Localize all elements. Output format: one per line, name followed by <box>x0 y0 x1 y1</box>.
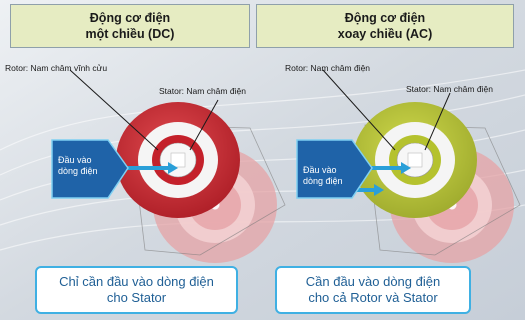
dc-note-box: Chỉ cần đầu vào dòng điện cho Stator <box>35 266 238 314</box>
dc-title-box: Động cơ điện một chiều (DC) <box>10 4 250 48</box>
ac-note-box: Cần đầu vào dòng điện cho cả Rotor và St… <box>275 266 471 314</box>
ac-motor-illustration <box>322 69 521 263</box>
dc-note-line2: cho Stator <box>106 290 167 305</box>
ac-input-label: Đầu vào dòng điện <box>303 165 343 186</box>
ac-stator-label: Stator: Nam châm điện <box>406 84 493 94</box>
dc-motor-illustration <box>69 69 286 263</box>
dc-note-line1: Chỉ cần đầu vào dòng điện <box>59 274 214 289</box>
dc-input-arrow-shape <box>51 139 129 199</box>
ac-title-line2: xoay chiều (AC) <box>337 27 433 41</box>
ac-note-line2: cho cả Rotor và Stator <box>308 290 438 305</box>
ac-title-line1: Động cơ điện <box>344 11 426 25</box>
dc-title-line1: Động cơ điện <box>89 11 171 25</box>
dc-stator-label: Stator: Nam châm điện <box>159 86 246 96</box>
dc-input-label: Đầu vào dòng điện <box>58 155 98 176</box>
ac-note-line1: Cần đầu vào dòng điện <box>305 274 441 289</box>
dc-rotor-label: Rotor: Nam châm vĩnh cửu <box>5 63 108 73</box>
ac-input-arrow-shape <box>296 139 373 199</box>
dc-title-line2: một chiều (DC) <box>85 27 175 41</box>
ac-rotor-label: Rotor: Nam châm điện <box>285 63 371 73</box>
ac-title-box: Động cơ điện xoay chiều (AC) <box>256 4 514 48</box>
